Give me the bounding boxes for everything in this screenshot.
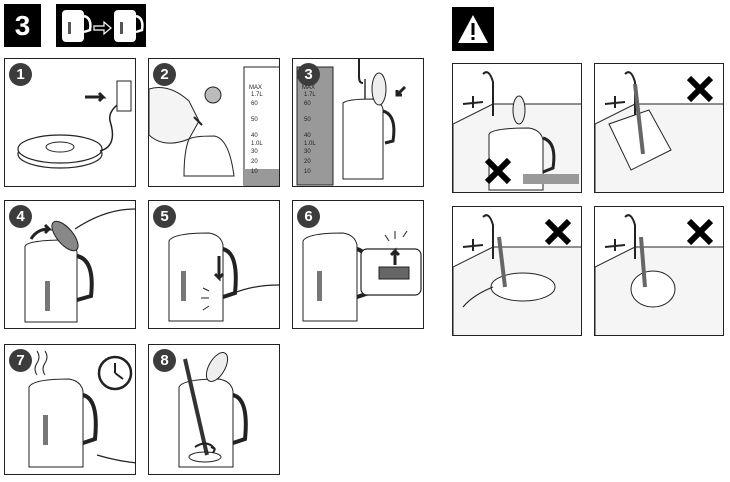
warning-panel-1: [452, 63, 582, 193]
kettle-immersed-illustration: [595, 71, 723, 192]
step-3-panel: 3 MAX 1.7L 60 50 40 1.0L 30 20 10: [292, 58, 424, 187]
scale-mark-label: 10: [251, 169, 258, 175]
scale-mark-label: 40: [251, 133, 258, 139]
section-header: [4, 4, 41, 47]
step-4-panel: 4: [4, 200, 136, 329]
cross-icon: [544, 218, 572, 246]
kettle-base-plug-illustration: [17, 80, 132, 169]
cross-icon: [686, 218, 714, 246]
scale-mark-label: 50: [251, 117, 258, 123]
kettle-before-after-icon: [62, 10, 144, 42]
warning-triangle-icon: [458, 15, 488, 43]
scale-liter-label: 1.0L: [251, 141, 263, 147]
step-8-panel: 8: [148, 344, 280, 475]
step-6-panel: 6: [292, 200, 424, 329]
step-number-badge: 4: [9, 205, 32, 228]
step-number-badge: 1: [9, 63, 32, 86]
scale-mark-label: 20: [251, 159, 258, 165]
step-number-badge: 6: [297, 205, 320, 228]
step-2-panel: 2 MAX 1.7L 60 50 40 1.0L 30 20 10: [148, 58, 280, 187]
clean-inside-illustration: [178, 352, 248, 468]
step-1-panel: 1: [4, 58, 136, 187]
step-number-badge: 8: [153, 349, 176, 372]
warning-panel-3: [452, 206, 582, 336]
kettle-under-tap-illustration: [453, 71, 581, 192]
scale-mark-label: 30: [304, 149, 311, 155]
scale-mark-label: 40: [304, 133, 311, 139]
warning-header: [452, 7, 494, 51]
scale-mark-label: 60: [304, 101, 311, 107]
scale-liter-label: 1.7L: [251, 92, 263, 98]
base-wash-illustration: [595, 214, 723, 335]
scale-max-label: MAX: [249, 85, 262, 91]
step-number-badge: 3: [297, 63, 320, 86]
switch-off-illustration: [302, 230, 422, 322]
step-number-badge: 5: [153, 205, 176, 228]
scale-liter-label: 1.0L: [304, 141, 316, 147]
descaler-pour-illustration: MAX 1.7L 60 50 40 1.0L 30 20 10: [149, 66, 279, 186]
cross-icon: [484, 157, 512, 185]
cross-icon: [686, 75, 714, 103]
section-header-image: [56, 4, 146, 47]
scale-mark-label: 60: [251, 101, 258, 107]
warning-panel-4: [594, 206, 724, 336]
step-7-panel: 7: [4, 344, 136, 475]
scale-mark-label: 10: [304, 169, 311, 175]
scale-mark-label: 50: [304, 117, 311, 123]
scale-mark-label: 30: [251, 149, 258, 155]
warning-panel-2: [594, 63, 724, 193]
step-5-panel: 5: [148, 200, 280, 329]
step-number-badge: 2: [153, 63, 176, 86]
scale-mark-label: 20: [304, 159, 311, 165]
step-number-badge: 7: [9, 349, 32, 372]
close-lid-illustration: [24, 208, 135, 323]
water-fill-illustration: MAX 1.7L 60 50 40 1.0L 30 20 10: [296, 59, 407, 186]
scale-liter-label: 1.7L: [304, 92, 316, 98]
scale-max-label: MAX: [302, 85, 315, 91]
section-number: 3: [14, 10, 31, 41]
wait-illustration: [28, 350, 135, 468]
switch-on-illustration: [168, 232, 279, 322]
base-under-tap-illustration: [453, 214, 581, 335]
